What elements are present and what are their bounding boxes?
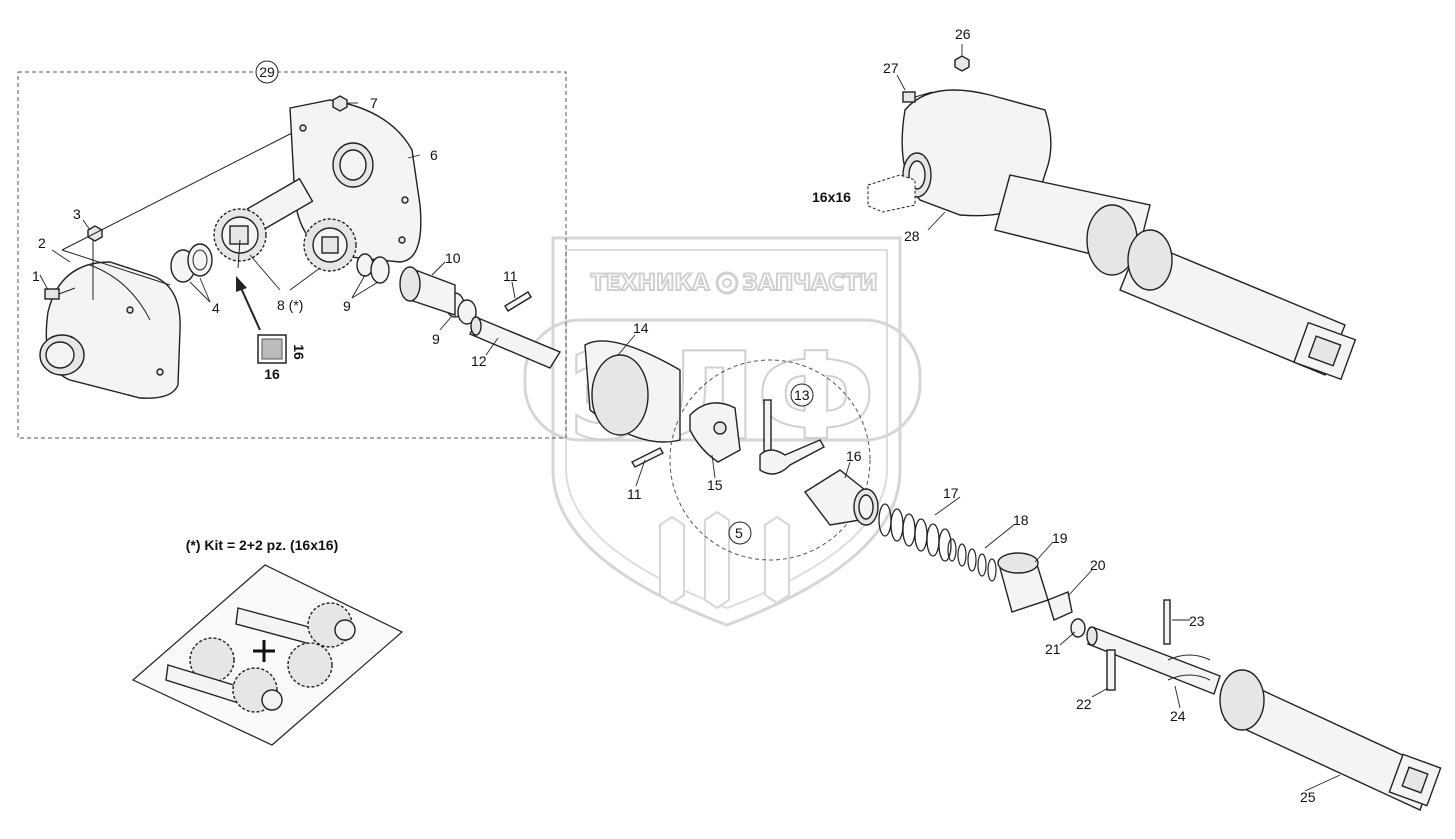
label-7: 7	[370, 95, 378, 111]
hub-14	[584, 340, 681, 443]
watermark-text-left: ТЕХНИКА	[591, 271, 710, 296]
tube-25	[1219, 669, 1442, 811]
kit-bag	[131, 564, 404, 746]
label-18: 18	[1013, 512, 1029, 528]
key-16-square	[257, 334, 287, 364]
arrow-up-icon	[236, 276, 261, 331]
label-23: 23	[1189, 613, 1205, 629]
bevel-gear-8a	[213, 177, 314, 262]
leader-lines	[39, 44, 1341, 792]
label-25: 25	[1300, 789, 1316, 805]
pin-23	[1163, 599, 1171, 645]
gearbox-assembly-28	[901, 89, 1357, 381]
yoke-16	[803, 469, 879, 526]
bushing-10	[399, 266, 456, 316]
label-11b: 11	[627, 486, 642, 502]
label-11a: 11	[503, 268, 518, 284]
label-key-bottom: 16	[264, 366, 280, 382]
shaft-12	[469, 316, 562, 369]
callout-29-circle	[255, 60, 279, 84]
label-9b: 9	[432, 331, 440, 347]
kit-caption: (*) Kit = 2+2 pz. (16x16)	[186, 537, 339, 553]
label-21: 21	[1045, 641, 1061, 657]
label-key-16x16: 16x16	[812, 189, 851, 205]
label-20: 20	[1090, 557, 1106, 573]
label-15: 15	[707, 477, 723, 493]
washer-4	[170, 243, 213, 283]
nut-26	[954, 55, 970, 72]
spring-18	[947, 538, 997, 582]
gearbox-housing-left	[39, 249, 181, 399]
shaft-24	[1086, 626, 1221, 695]
label-10: 10	[445, 250, 461, 266]
pin-22	[1106, 649, 1116, 691]
pin-11-top	[504, 291, 532, 312]
label-4: 4	[212, 300, 220, 316]
label-22: 22	[1076, 696, 1092, 712]
detail-circle-5	[669, 359, 871, 561]
key-16x16	[867, 174, 916, 213]
bolt-1	[44, 287, 76, 300]
bushing-20	[1047, 591, 1073, 621]
label-24: 24	[1170, 708, 1186, 724]
label-27: 27	[883, 60, 899, 76]
yoke-15	[689, 402, 741, 463]
callout-5-circle	[728, 521, 752, 545]
label-9a: 9	[343, 298, 351, 314]
bevel-gear-8b	[303, 218, 357, 272]
ring-21	[1070, 618, 1086, 638]
assembly-29-box	[17, 71, 567, 439]
label-key-side: 16	[291, 344, 307, 360]
label-29: 29	[259, 64, 275, 80]
bolt-27	[902, 91, 933, 103]
label-1: 1	[32, 268, 40, 284]
label-12: 12	[471, 353, 487, 369]
spring-17	[878, 503, 952, 562]
label-14: 14	[633, 320, 649, 336]
label-13: 13	[794, 387, 810, 403]
label-3: 3	[73, 206, 81, 222]
callout-13-circle	[790, 383, 814, 407]
label-8: 8 (*)	[277, 297, 303, 313]
label-6: 6	[430, 147, 438, 163]
gear-icon	[715, 271, 739, 295]
label-16: 16	[846, 448, 862, 464]
label-28: 28	[904, 228, 920, 244]
label-26: 26	[955, 26, 971, 42]
watermark-text-right: ЗАПЧАСТИ	[742, 271, 877, 296]
cross-13	[759, 399, 825, 475]
pin-11-bottom	[631, 447, 664, 468]
label-5: 5	[735, 525, 743, 541]
sleeve-19	[997, 552, 1049, 613]
label-19: 19	[1052, 530, 1068, 546]
label-17: 17	[943, 485, 959, 501]
nut-7	[332, 95, 348, 112]
label-2: 2	[38, 235, 46, 251]
